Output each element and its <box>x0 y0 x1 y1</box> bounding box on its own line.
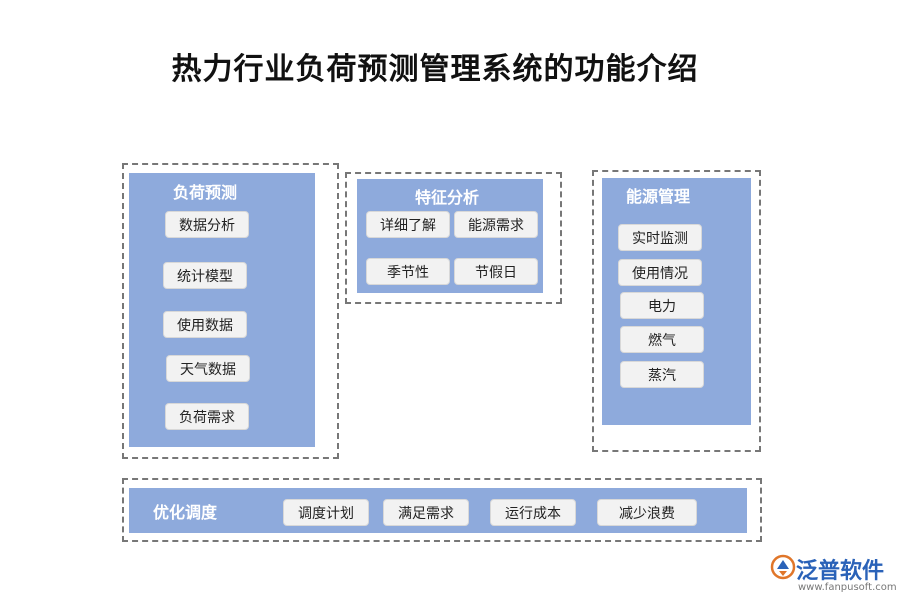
optimization-item-schedule-plan: 调度计划 <box>283 499 369 526</box>
optimization-title: 优化调度 <box>153 503 218 522</box>
optimization-dashed-frame <box>122 478 762 542</box>
optimization-panel: 优化调度 调度计划 满足需求 运行成本 减少浪费 <box>129 488 747 533</box>
brand-logo-name: 泛普软件 <box>796 559 885 584</box>
energy-management-dashed-frame <box>592 170 761 452</box>
optimization-item-operating-cost: 运行成本 <box>490 499 576 526</box>
brand-logo-url: www.fanpusoft.com <box>798 582 897 593</box>
load-forecast-item-usage-data: 使用数据 <box>163 311 247 338</box>
load-forecast-item-weather-data: 天气数据 <box>166 355 250 382</box>
energy-management-item-gas: 燃气 <box>620 326 704 353</box>
feature-analysis-item-energy-demand: 能源需求 <box>454 211 538 238</box>
feature-analysis-item-seasonality: 季节性 <box>366 258 450 285</box>
load-forecast-title: 负荷预测 <box>173 183 238 202</box>
feature-analysis-item-detailed-understanding: 详细了解 <box>366 211 450 238</box>
brand-logo: 泛普软件 www.fanpusoft.com <box>770 552 897 597</box>
load-forecast-dashed-frame <box>122 163 339 459</box>
brand-logo-icon <box>770 554 796 580</box>
optimization-item-meet-demand: 满足需求 <box>383 499 469 526</box>
feature-analysis-panel: 特征分析 详细了解 能源需求 季节性 节假日 <box>357 179 543 293</box>
feature-analysis-item-holidays: 节假日 <box>454 258 538 285</box>
load-forecast-item-load-demand: 负荷需求 <box>165 403 249 430</box>
energy-management-item-realtime-monitoring: 实时监测 <box>618 224 702 251</box>
energy-management-panel: 能源管理 实时监测 使用情况 电力 燃气 蒸汽 <box>602 178 751 425</box>
feature-analysis-title: 特征分析 <box>415 188 480 207</box>
feature-analysis-dashed-frame <box>345 172 562 304</box>
load-forecast-item-statistical-model: 统计模型 <box>163 262 247 289</box>
energy-management-item-electricity: 电力 <box>620 292 704 319</box>
energy-management-item-usage: 使用情况 <box>618 259 702 286</box>
optimization-item-reduce-waste: 减少浪费 <box>597 499 697 526</box>
energy-management-item-steam: 蒸汽 <box>620 361 704 388</box>
load-forecast-panel: 负荷预测 数据分析 统计模型 使用数据 天气数据 负荷需求 <box>129 173 315 447</box>
page-title: 热力行业负荷预测管理系统的功能介绍 <box>171 52 699 87</box>
energy-management-title: 能源管理 <box>626 187 691 206</box>
load-forecast-item-data-analysis: 数据分析 <box>165 211 249 238</box>
